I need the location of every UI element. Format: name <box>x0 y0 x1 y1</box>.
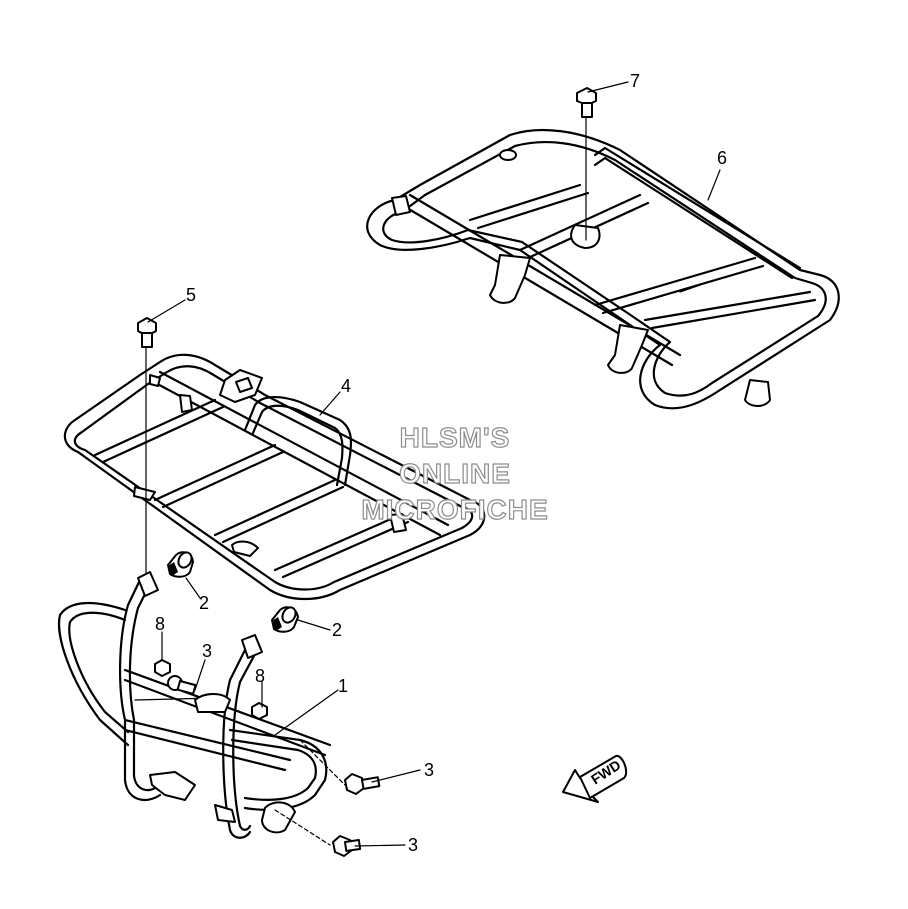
leader-lines <box>147 81 721 847</box>
bolt-5 <box>137 317 157 591</box>
callout-5: 5 <box>186 285 197 305</box>
callout-1: 1 <box>338 676 349 696</box>
bolt-3-mid <box>344 773 381 795</box>
grommet-2-lower <box>271 606 299 633</box>
callout-8-right: 8 <box>255 666 266 686</box>
callout-7: 7 <box>630 71 641 91</box>
callout-3-bottom: 3 <box>408 835 419 855</box>
callout-2-upper: 2 <box>199 593 210 613</box>
rear-carrier-6 <box>366 128 840 410</box>
nut-8-left <box>154 659 171 677</box>
callout-4: 4 <box>341 376 352 396</box>
callout-3-mid: 3 <box>424 760 435 780</box>
fwd-arrow-icon <box>562 754 628 803</box>
front-guard-1 <box>58 571 346 846</box>
nut-8-right <box>251 702 268 720</box>
callout-6: 6 <box>717 148 728 168</box>
grommet-2-upper <box>167 551 194 578</box>
bolt-3-left <box>167 675 197 695</box>
bolt-7 <box>576 87 597 241</box>
callout-8-left: 8 <box>155 614 166 634</box>
callout-2-lower: 2 <box>332 620 343 640</box>
callout-3-left: 3 <box>202 641 213 661</box>
front-carrier-4 <box>63 353 486 600</box>
bolt-3-bottom <box>332 835 362 857</box>
